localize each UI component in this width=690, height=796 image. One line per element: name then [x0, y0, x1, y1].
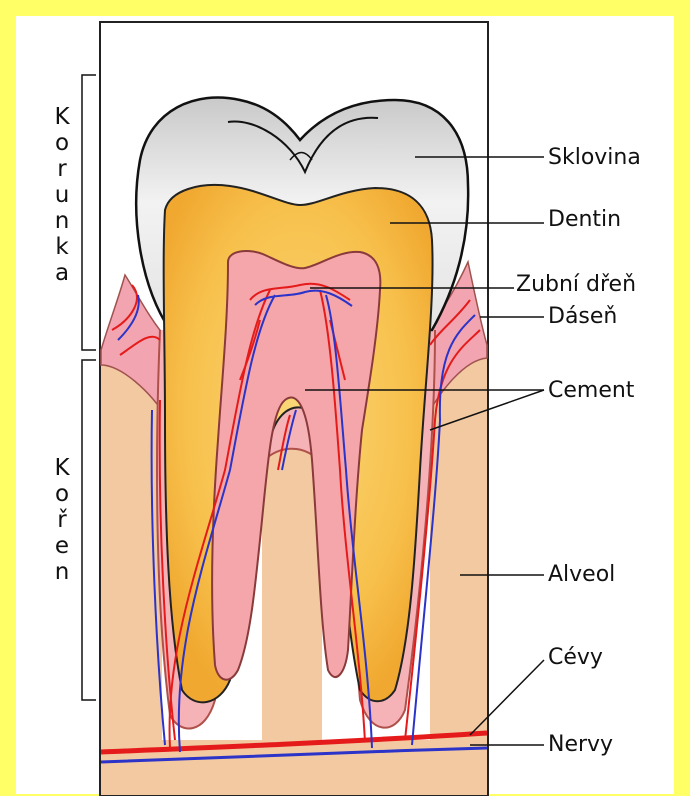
alveolus-label: Alveol: [548, 562, 615, 587]
root-label-letter: ř: [50, 507, 74, 533]
vessels-label: Cévy: [548, 645, 603, 670]
crown-label-letter: r: [50, 156, 74, 182]
crown-label-letter: k: [50, 234, 74, 260]
crown-label-letter: n: [50, 208, 74, 234]
crown-label-letter: K: [50, 104, 74, 130]
enamel-label: Sklovina: [548, 145, 641, 170]
crown-label-letter: u: [50, 182, 74, 208]
root-label-letter: n: [50, 559, 74, 585]
root-label-letter: o: [50, 481, 74, 507]
gum-label: Dáseň: [548, 304, 617, 329]
root-label-letter: K: [50, 455, 74, 481]
cement-label: Cement: [548, 378, 634, 403]
crown-label-letter: o: [50, 130, 74, 156]
pulp-label: Zubní dřeň: [516, 272, 636, 297]
nerves-label: Nervy: [548, 732, 613, 757]
root-label-letter: e: [50, 533, 74, 559]
crown-label-letter: a: [50, 260, 74, 286]
dentin-label: Dentin: [548, 207, 621, 232]
